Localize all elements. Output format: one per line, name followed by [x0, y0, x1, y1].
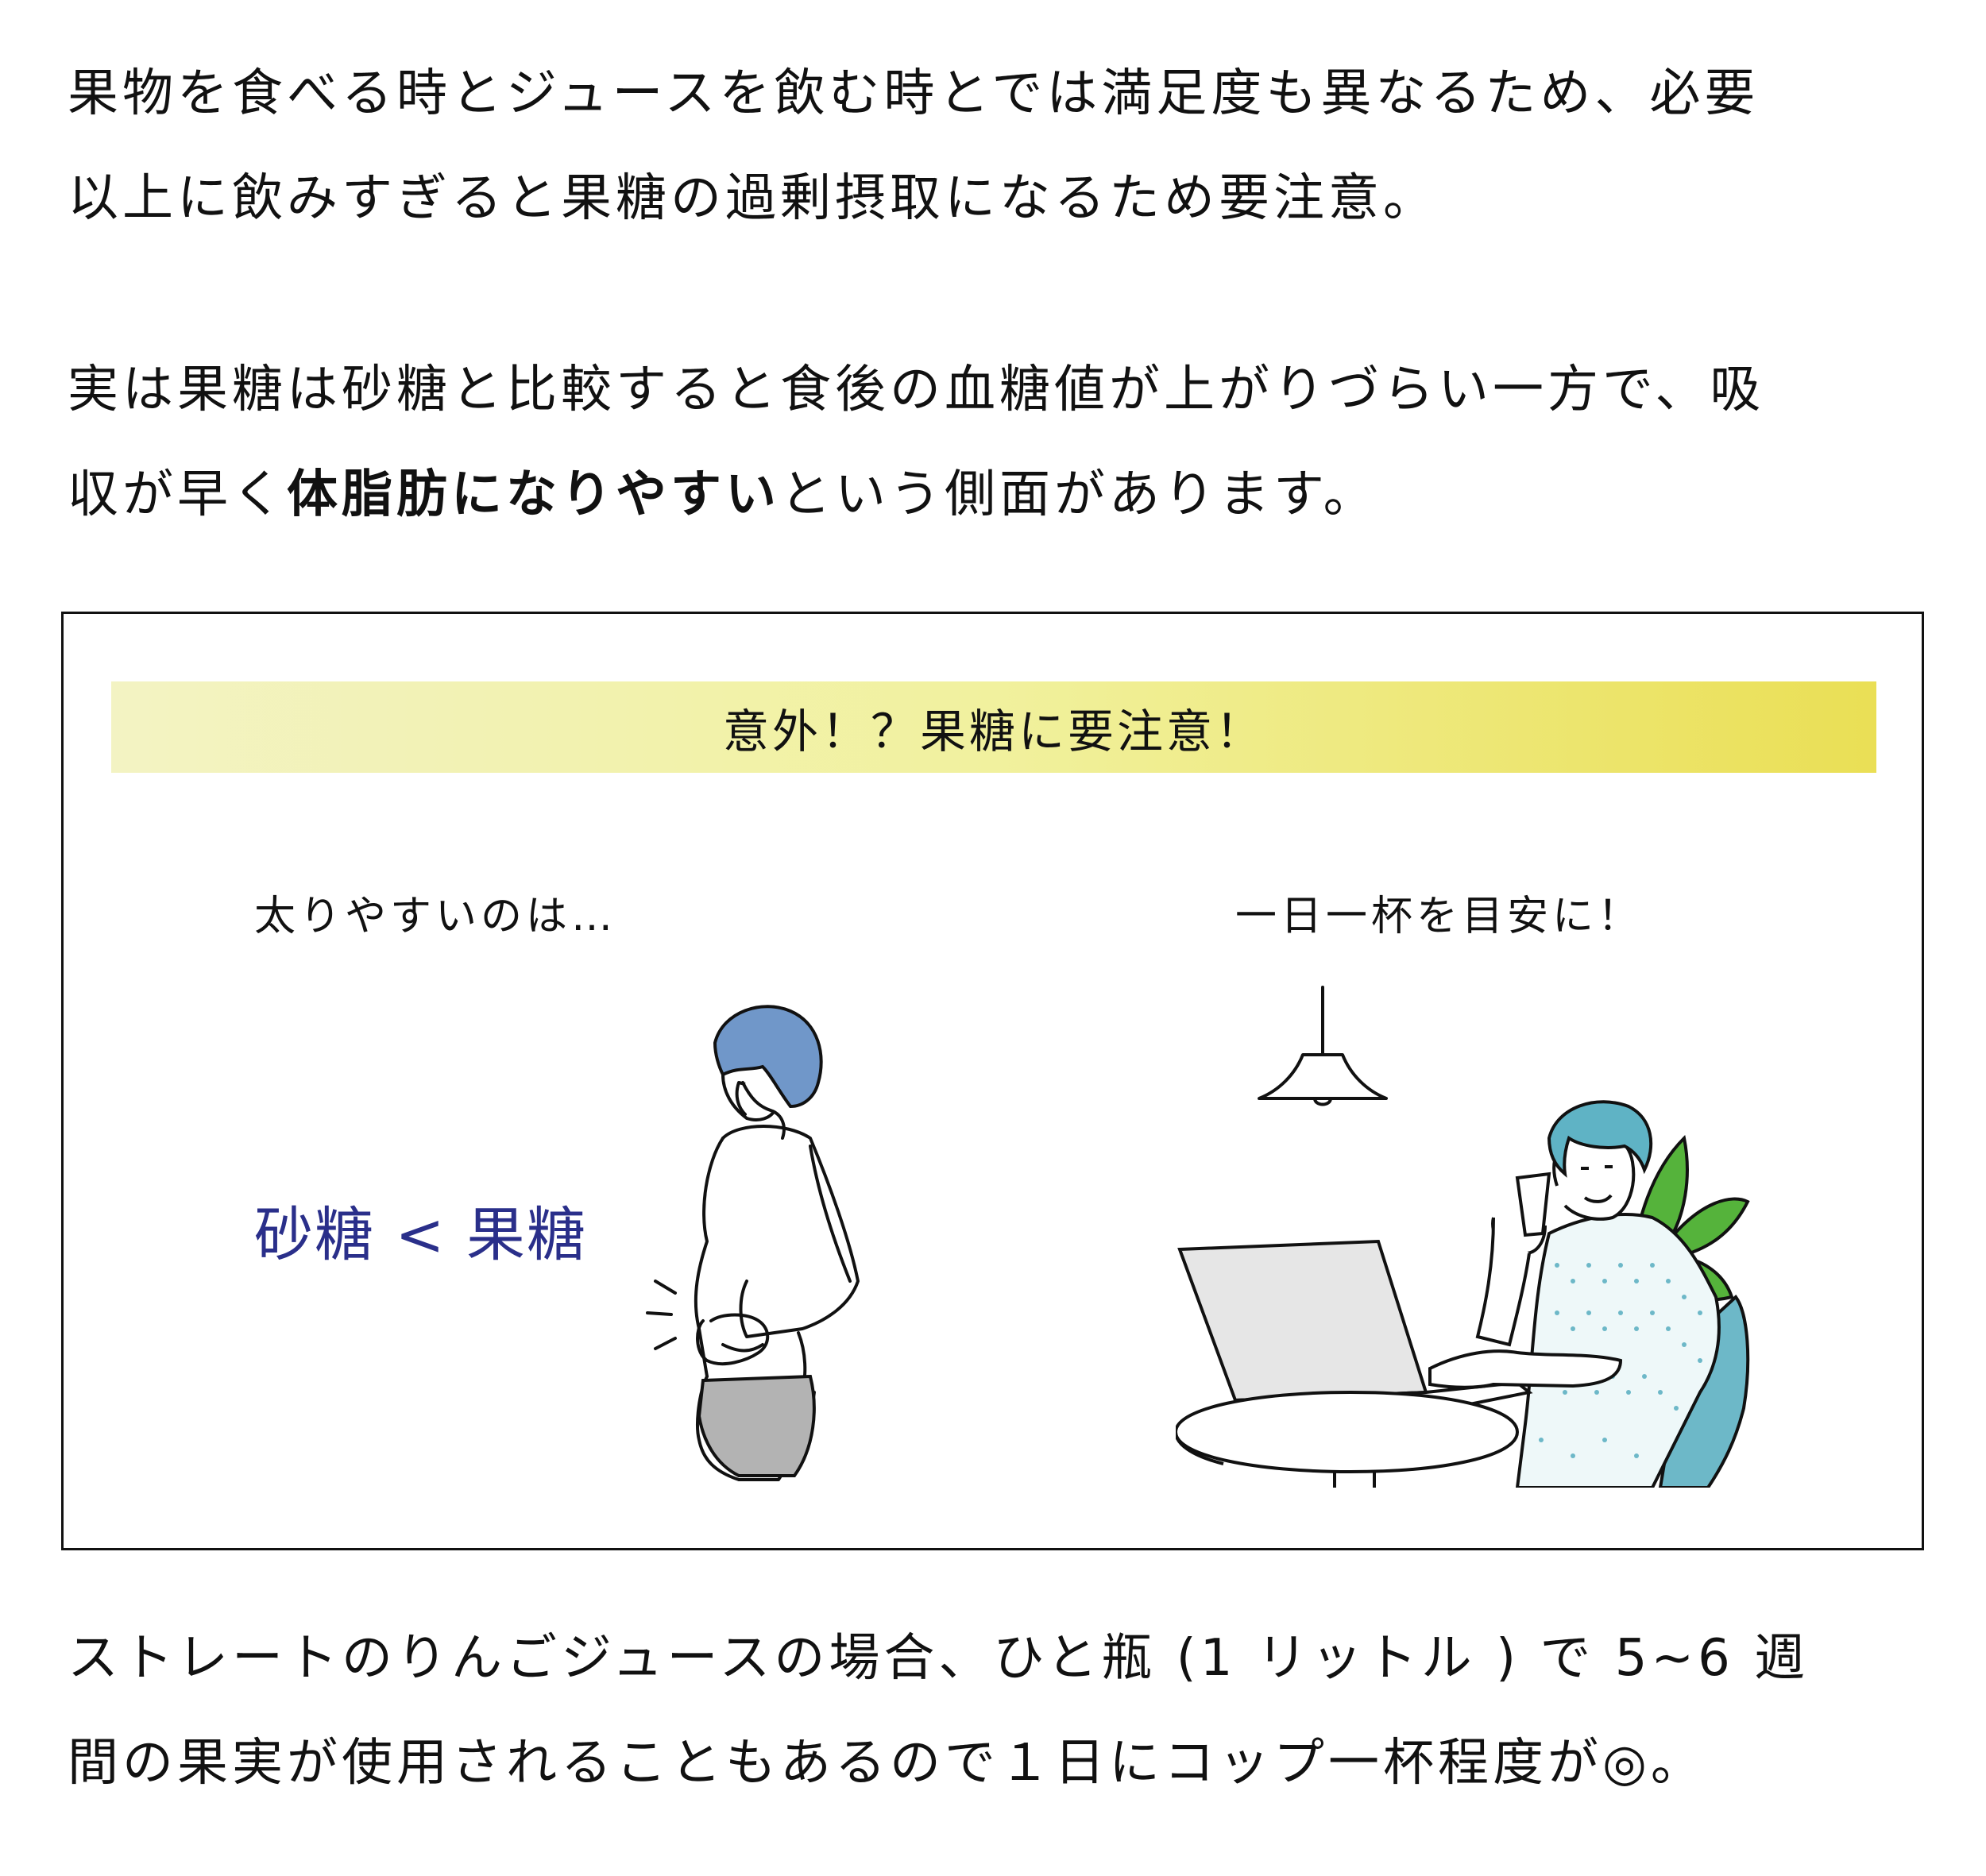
body-line-2-emphasis: 体脂肪になりやすい: [287, 465, 780, 524]
man-with-laptop-illustration: [1176, 986, 1750, 1488]
footer-line-1: ストレートのりんごジュースの場合、ひと瓶 (1 リットル ) で 5~6 週: [68, 1629, 1810, 1688]
body-paragraph: 実は果糖は砂糖と比較すると食後の血糖値が上がりづらい一方で、吸 収が早く体脂肪に…: [68, 338, 1918, 547]
body-line-1: 実は果糖は砂糖と比較すると食後の血糖値が上がりづらい一方で、吸: [68, 361, 1765, 419]
footer-paragraph: ストレートのりんごジュースの場合、ひと瓶 (1 リットル ) で 5~6 週 間…: [68, 1606, 1918, 1816]
intro-paragraph: 果物を食べる時とジュースを飲む時とでは満足度も異なるため、必要 以上に飲みすぎる…: [68, 41, 1918, 251]
body-line-2-end: という側面があります。: [780, 465, 1378, 524]
right-caption: 一日一杯を目安に！: [1235, 893, 1644, 940]
woman-hair: [713, 1005, 823, 1109]
intro-line-2: 以上に飲みすぎると果糖の過剰摂取になるため要注意。: [68, 169, 1438, 228]
lamp-shade: [1258, 1053, 1388, 1100]
cup: [1515, 1172, 1551, 1237]
info-banner: 意外！？果糖に要注意！: [111, 681, 1876, 773]
intro-line-1: 果物を食べる時とジュースを飲む時とでは満足度も異なるため、必要: [68, 64, 1760, 123]
woman-holding-belly-illustration: [646, 1005, 860, 1481]
footer-line-2: 間の果実が使用されることもあるので１日にコップ一杯程度が◎。: [68, 1734, 1706, 1793]
chair: [1658, 1295, 1750, 1488]
left-caption: 太りやすいのは…: [254, 893, 617, 940]
woman-pants: [697, 1374, 816, 1477]
laptop-screen: [1177, 1239, 1428, 1403]
body-line-2: 収が早く体脂肪になりやすいという側面があります。: [68, 442, 1918, 547]
info-box: 意外！？果糖に要注意！ 太りやすいのは… 一日一杯を目安に！ 砂糖 < 果糖: [61, 612, 1924, 1550]
table-top: [1176, 1390, 1520, 1474]
sugar-comparison: 砂糖 < 果糖: [254, 1201, 588, 1269]
man-hair: [1547, 1100, 1653, 1178]
body-line-2-start: 収が早く: [68, 465, 287, 524]
